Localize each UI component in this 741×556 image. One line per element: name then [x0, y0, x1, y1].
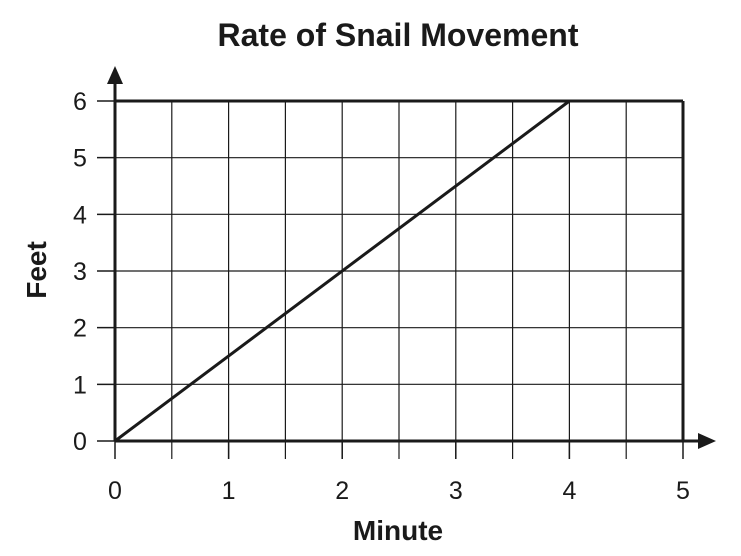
y-tick-label: 3: [73, 258, 87, 286]
x-tick-label: 1: [222, 477, 236, 505]
y-tick-label: 1: [73, 371, 87, 399]
x-axis-title: Minute: [353, 515, 443, 546]
series-line: [114, 99, 571, 443]
x-tick-label: 4: [562, 477, 576, 505]
x-tick-label: 2: [335, 477, 349, 505]
series-layer: [114, 99, 571, 443]
x-tick-label: 5: [676, 477, 690, 505]
y-axis-arrow-icon: [107, 66, 123, 84]
x-axis-arrow-icon: [698, 433, 716, 449]
y-tick-label: 5: [73, 145, 87, 173]
grid: [97, 100, 684, 459]
chart-title: Rate of Snail Movement: [218, 17, 579, 53]
x-tick-label: 3: [449, 477, 463, 505]
tick-labels: 0 1 2 3 4 5 6 0 1 2 3 4 5: [73, 88, 690, 505]
y-tick-label: 0: [73, 428, 87, 456]
axes: [107, 66, 716, 449]
y-tick-label: 6: [73, 88, 87, 116]
y-tick-label: 4: [73, 201, 87, 229]
x-tick-label: 0: [108, 477, 122, 505]
y-tick-label: 2: [73, 315, 87, 343]
y-axis-title: Feet: [21, 241, 52, 299]
